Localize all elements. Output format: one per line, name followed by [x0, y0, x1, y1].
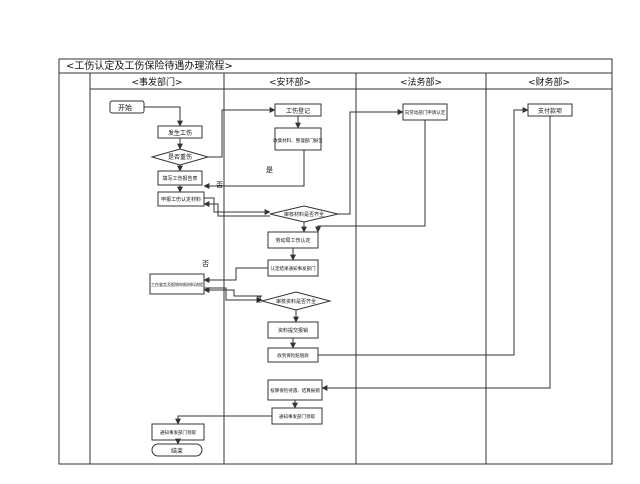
edge-result-appraisal	[203, 267, 268, 283]
edge-finance-settle	[321, 116, 551, 391]
edge-start-accident	[144, 106, 183, 127]
edge-label-yes: 是	[266, 166, 273, 174]
node-notify-dept-label: 通知事发部门领取	[279, 413, 315, 420]
node-injury-record-label: 工伤登记	[286, 107, 310, 115]
node-settle-label: 核算保险待遇、结算报销	[270, 387, 320, 394]
node-appraisal-apply-label: 工伤鉴定及报销申报材料流程	[151, 281, 203, 287]
node-apply-recognition-label: 申报工伤认定材料	[161, 196, 201, 203]
edge-receive-finance	[318, 107, 529, 356]
node-review-one-label: 审核材料是否齐全	[284, 211, 324, 218]
edge-label-yes-two: 是	[256, 297, 262, 304]
node-pay-funds-label: 支付款项	[538, 107, 562, 115]
node-labor-recognition-label: 劳动局工伤认定	[275, 237, 310, 244]
edge-label-no-one: 否	[216, 181, 223, 189]
lane-label-dept: <事发部门>	[131, 76, 182, 88]
edge-appraisal-review2	[204, 287, 263, 303]
edge-label-no-two: 否	[202, 260, 209, 268]
node-receive-funds-label: 收到保险赔偿款	[277, 352, 309, 359]
diagram-title: <工伤认定及工伤保险待遇办理流程>	[66, 59, 233, 72]
node-review-two-label: 审核资料是否齐全	[276, 298, 316, 305]
node-end-label: 结束	[171, 447, 183, 455]
node-legal-apply-label: 向劳动部门申请认定	[405, 109, 446, 116]
node-submit-reimburse-label: 资料提交报销	[278, 327, 308, 334]
node-result-notify-label: 认定结果通知事发部门	[271, 265, 316, 272]
edge-notify-collect	[175, 415, 272, 425]
edge-materials-dept	[203, 150, 305, 189]
edge-review2-back	[203, 287, 262, 297]
lane-label-safety: <安环部>	[269, 76, 311, 88]
node-decision-minor-label: 是否重伤	[168, 153, 192, 161]
edge-apply-review	[204, 197, 271, 215]
lane-label-legal: <法务部>	[400, 76, 442, 88]
edge-review-back	[203, 201, 270, 217]
node-report-injury-label: 填写工伤报告表	[162, 175, 197, 182]
lane-label-finance: <财务部>	[528, 76, 570, 88]
node-collect-label: 通知事发部门领取	[160, 429, 196, 436]
connectors	[144, 106, 551, 445]
node-appraisal-apply	[149, 273, 205, 295]
edge-decision-injury-record	[208, 107, 276, 158]
edge-review-legal	[338, 109, 404, 215]
diagram-frame	[58, 58, 613, 465]
node-start-label: 开始	[118, 103, 132, 112]
edge-legal-labor	[315, 120, 426, 233]
node-accident-label: 发生工伤	[168, 129, 192, 137]
node-materials-prepare-label: 收集材料、整理部门报告	[273, 137, 323, 144]
